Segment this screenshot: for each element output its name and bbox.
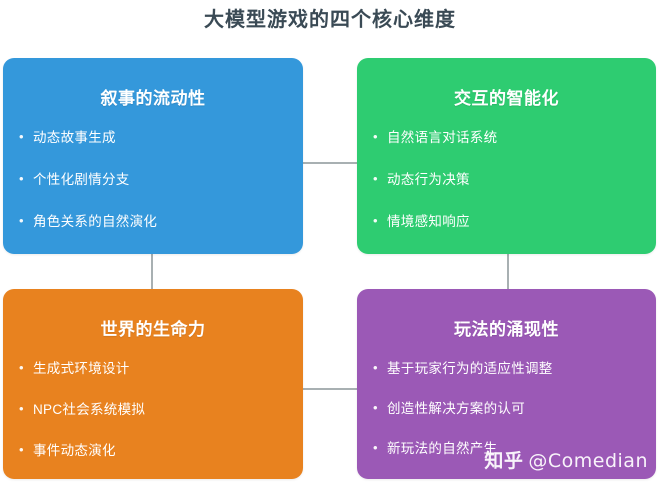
- list-item: 动态行为决策: [373, 170, 656, 189]
- card-gameplay-list: 基于玩家行为的适应性调整 创造性解决方案的认可 新玩法的自然产生: [357, 359, 656, 458]
- card-narrative-list: 动态故事生成 个性化剧情分支 角色关系的自然演化: [3, 128, 303, 231]
- connector-world-gameplay: [302, 388, 359, 390]
- card-narrative[interactable]: 叙事的流动性 动态故事生成 个性化剧情分支 角色关系的自然演化: [3, 58, 303, 254]
- list-item: 动态故事生成: [19, 128, 303, 147]
- watermark: 知乎@Comedian: [484, 446, 648, 473]
- card-narrative-title: 叙事的流动性: [100, 89, 206, 108]
- connector-narrative-world: [151, 253, 153, 290]
- card-interaction[interactable]: 交互的智能化 自然语言对话系统 动态行为决策 情境感知响应: [357, 58, 656, 254]
- list-item: 创造性解决方案的认可: [373, 399, 656, 418]
- watermark-site: 知乎: [484, 450, 524, 472]
- card-interaction-title: 交互的智能化: [454, 89, 559, 108]
- card-interaction-list: 自然语言对话系统 动态行为决策 情境感知响应: [357, 128, 656, 231]
- list-item: 事件动态演化: [19, 441, 303, 460]
- list-item: 生成式环境设计: [19, 359, 303, 378]
- list-item: NPC社会系统模拟: [19, 400, 303, 419]
- card-world-title: 世界的生命力: [100, 320, 206, 339]
- card-gameplay[interactable]: 玩法的涌现性 基于玩家行为的适应性调整 创造性解决方案的认可 新玩法的自然产生: [357, 289, 656, 479]
- page-title: 大模型游戏的四个核心维度: [204, 9, 456, 31]
- card-world-list: 生成式环境设计 NPC社会系统模拟 事件动态演化: [3, 359, 303, 460]
- list-item: 自然语言对话系统: [373, 128, 656, 147]
- connector-narrative-interaction: [302, 162, 359, 164]
- list-item: 角色关系的自然演化: [19, 212, 303, 231]
- list-item: 情境感知响应: [373, 212, 656, 231]
- connector-interaction-gameplay: [507, 253, 509, 290]
- watermark-handle: @Comedian: [528, 450, 648, 472]
- card-gameplay-title: 玩法的涌现性: [454, 320, 559, 339]
- list-item: 基于玩家行为的适应性调整: [373, 359, 656, 378]
- list-item: 个性化剧情分支: [19, 170, 303, 189]
- list-item: 新玩法的自然产生: [373, 439, 656, 458]
- card-world[interactable]: 世界的生命力 生成式环境设计 NPC社会系统模拟 事件动态演化: [3, 289, 303, 479]
